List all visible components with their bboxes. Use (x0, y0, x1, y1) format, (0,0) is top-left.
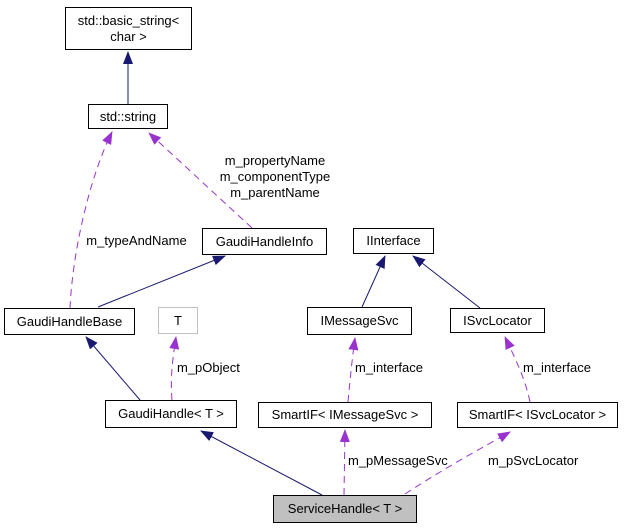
node-std-string[interactable]: std::string (88, 104, 168, 129)
edge-label-p-svc-locator: m_pSvcLocator (488, 453, 579, 468)
node-gaudi-handle-info-label: GaudiHandleInfo (215, 233, 314, 249)
inheritance-edge-gaudihandle-to-gaudihandlebase (85, 336, 141, 401)
edge-label-component-type: m_componentType (219, 169, 331, 184)
node-imessage-svc-label: IMessageSvc (320, 313, 399, 328)
node-smartif-imessagesvc[interactable]: SmartIF< IMessageSvc > (258, 402, 432, 428)
node-iinterface-label: IInterface (366, 233, 421, 248)
usage-edge-smartif-imessagesvc-to-imessagesvc (347, 337, 359, 403)
inheritance-edge-gaudihandlebase-to-gaudihandleinfo (97, 255, 226, 308)
node-gaudi-handle[interactable]: GaudiHandle< T > (105, 400, 237, 428)
edge-label-property-name: m_propertyName (224, 153, 326, 168)
node-imessage-svc[interactable]: IMessageSvc (307, 307, 412, 335)
usage-edge-gaudihandle-to-t (169, 336, 180, 401)
edge-label-p-message-svc: m_pMessageSvc (348, 453, 448, 468)
node-std-basic-string[interactable]: std::basic_string< char > (65, 7, 192, 50)
node-smartif-imessagesvc-label: SmartIF< IMessageSvc > (271, 407, 419, 422)
node-std-basic-string-line2: char > (110, 28, 147, 44)
edge-label-parent-name: m_parentName (230, 185, 320, 200)
usage-edge-smartif-isvclocator-to-isvclocator (504, 336, 531, 403)
edge-label-property-group: m_propertyName m_componentType m_parentN… (210, 153, 340, 201)
usage-edge-servicehandle-to-smartif-imessagesvc (339, 429, 350, 496)
edge-label-interface-left: m_interface (355, 360, 423, 375)
node-gaudi-handle-base-label: GaudiHandleBase (16, 313, 123, 329)
node-template-t-label: T (174, 312, 182, 328)
node-std-string-label: std::string (99, 108, 157, 124)
edge-label-interface-right: m_interface (523, 360, 591, 375)
edge-label-p-object: m_pObject (177, 360, 240, 375)
node-template-t: T (158, 307, 198, 334)
node-service-handle-label: ServiceHandle< T > (287, 501, 403, 516)
node-isvc-locator[interactable]: ISvcLocator (450, 308, 545, 333)
edge-label-type-and-name: m_typeAndName (86, 233, 187, 248)
node-iinterface[interactable]: IInterface (353, 228, 434, 254)
node-smartif-isvclocator[interactable]: SmartIF< ISvcLocator > (457, 402, 618, 428)
inheritance-edge-isvclocator-to-iinterface (412, 255, 481, 309)
node-gaudi-handle-info[interactable]: GaudiHandleInfo (202, 228, 327, 255)
node-std-basic-string-line1: std::basic_string< (77, 12, 180, 28)
inheritance-edge-servicehandle-to-gaudihandle (200, 430, 323, 496)
node-gaudi-handle-base[interactable]: GaudiHandleBase (4, 308, 135, 335)
inheritance-edge-imessagesvc-to-iinterface (361, 255, 386, 308)
node-smartif-isvclocator-label: SmartIF< ISvcLocator > (468, 407, 607, 422)
usage-edge-servicehandle-to-smartif-isvclocator (404, 431, 511, 495)
node-gaudi-handle-label: GaudiHandle< T > (118, 406, 224, 421)
usage-edge-gaudihandlebase-to-stdstring (69, 131, 113, 309)
node-service-handle: ServiceHandle< T > (273, 495, 417, 523)
node-isvc-locator-label: ISvcLocator (463, 312, 532, 328)
